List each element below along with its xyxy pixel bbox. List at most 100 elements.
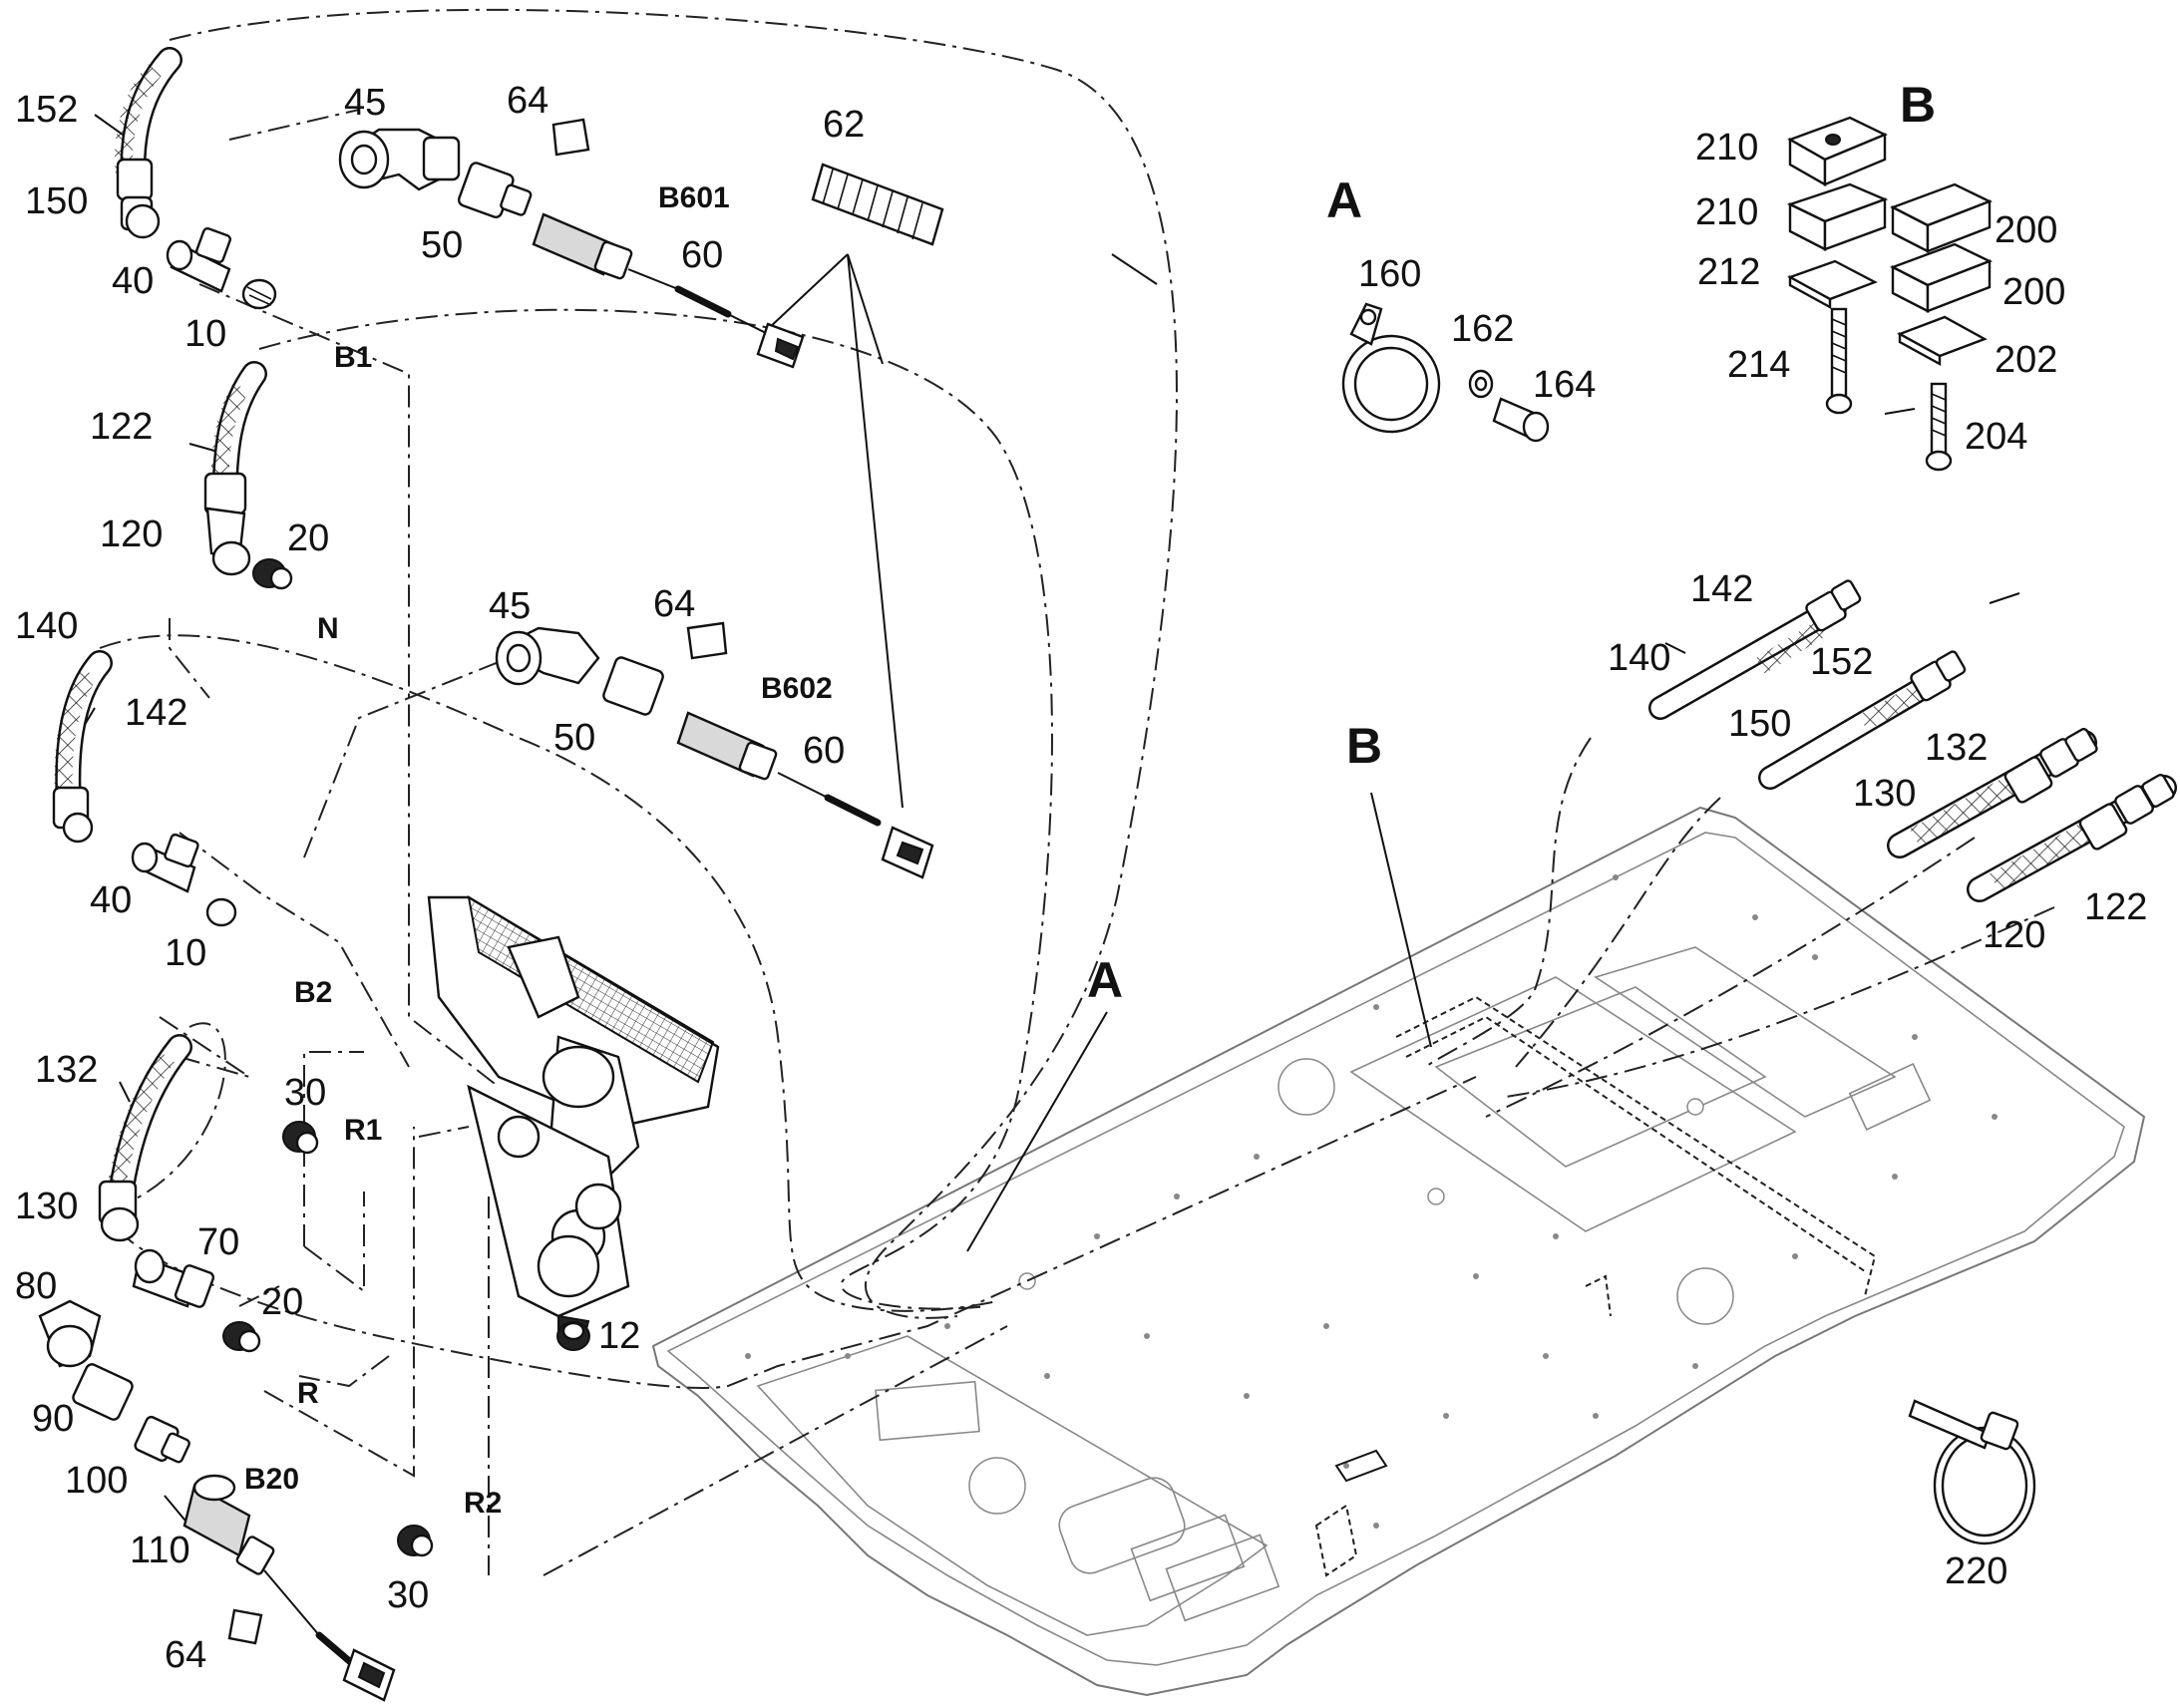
callout-64-low: 64	[165, 1634, 206, 1676]
connector-label-b1: B1	[334, 341, 372, 374]
callout-62: 62	[823, 104, 865, 146]
floor-plate	[651, 806, 2146, 1697]
clamp-160	[1341, 302, 1441, 434]
callout-150-right: 150	[1728, 703, 1791, 745]
callout-214: 214	[1727, 344, 1790, 386]
callout-64-top: 64	[507, 80, 548, 122]
callout-50-mid: 50	[553, 717, 595, 759]
callout-40-mid: 40	[90, 879, 132, 921]
callout-210-b: 210	[1695, 191, 1758, 233]
callout-60-top: 60	[681, 234, 723, 276]
callout-45-top: 45	[344, 82, 386, 124]
sleeve-64-top	[551, 118, 590, 157]
hose-122-right	[1967, 774, 2177, 902]
hose-152-right	[1758, 650, 1967, 790]
plug-30-mid	[282, 1121, 319, 1155]
callout-142-left: 142	[125, 692, 187, 734]
callout-152-right: 152	[1810, 641, 1873, 683]
nipple-20-top	[252, 558, 293, 590]
adapter-50-top	[457, 162, 533, 218]
callout-30-mid: 30	[284, 1072, 326, 1114]
view-pointer-a: A	[1087, 952, 1123, 1008]
tee-fitting-40-mid	[131, 833, 199, 893]
cable-tie-220	[1908, 1399, 2036, 1545]
callout-30-low: 30	[387, 1574, 429, 1616]
hose-142-left	[52, 650, 113, 844]
adapter-50-mid	[602, 656, 664, 716]
connector-label-b20: B20	[244, 1463, 299, 1496]
callout-132-right: 132	[1925, 727, 1988, 769]
screw-164	[1492, 397, 1550, 443]
callout-200-a: 200	[1995, 209, 2057, 251]
sensor-b602	[676, 711, 934, 879]
callout-140-right: 140	[1608, 637, 1670, 679]
section-label-b: B	[1900, 77, 1936, 133]
hose-132-left	[98, 1034, 192, 1242]
adapter-100	[134, 1415, 190, 1464]
sensor-b20	[182, 1474, 396, 1702]
routing-lines	[99, 8, 2055, 1576]
callout-204: 204	[1965, 416, 2027, 458]
callout-162: 162	[1451, 308, 1514, 350]
adapter-90	[72, 1363, 134, 1421]
clamp-block-200-lower	[1890, 242, 1994, 313]
plug-30-low	[397, 1525, 434, 1557]
callout-70: 70	[197, 1221, 239, 1263]
callout-140-left: 140	[15, 605, 78, 647]
hose-142-right	[1648, 579, 1862, 720]
tee-fitting-40-top	[166, 226, 232, 293]
mounting-dots	[745, 874, 1998, 1529]
nipple-10-mid	[205, 897, 237, 927]
brake-valve-assembly	[427, 895, 720, 1343]
plate-212	[1787, 259, 1878, 310]
callout-130-left: 130	[15, 1186, 78, 1227]
plate-202	[1897, 315, 1988, 367]
callout-220: 220	[1945, 1550, 2007, 1592]
callout-10-top: 10	[184, 313, 226, 355]
connector-label-b602: B602	[761, 672, 833, 705]
callout-120-right: 120	[1983, 914, 2045, 956]
callout-90: 90	[32, 1398, 74, 1440]
callout-122-right: 122	[2084, 886, 2147, 928]
callout-80: 80	[15, 1265, 57, 1307]
leader-lines	[79, 114, 2020, 1527]
callout-numbers: 152 45 64 62 150 50 60 40 10 122 120 20 …	[15, 80, 2147, 1676]
callout-20-low: 20	[261, 1281, 303, 1323]
connector-label-n: N	[317, 612, 339, 645]
clamp-block-210-upper	[1787, 116, 1888, 187]
callout-150-top: 150	[25, 180, 88, 222]
callout-10-mid: 10	[165, 932, 206, 974]
callout-164: 164	[1533, 364, 1596, 406]
bolt-214	[1825, 307, 1853, 415]
spring-62	[811, 163, 944, 246]
view-pointer-b: B	[1346, 718, 1382, 774]
sleeve-64-low	[227, 1608, 263, 1645]
clamp-block-200-upper	[1890, 182, 1994, 253]
elbow-80	[38, 1299, 102, 1368]
hose-132-right	[1887, 728, 2098, 858]
callout-152-top: 152	[15, 89, 78, 131]
callout-45-mid: 45	[489, 585, 531, 627]
callout-12: 12	[598, 1315, 640, 1357]
washer-162	[1468, 369, 1494, 399]
connector-label-b2: B2	[294, 976, 332, 1009]
callout-20-mid: 20	[287, 517, 329, 559]
callout-122-left: 122	[90, 406, 153, 448]
callout-200-b: 200	[2002, 271, 2065, 313]
clamp-block-210-lower	[1786, 182, 1889, 251]
bolt-204	[1925, 382, 1953, 472]
connector-label-r: R	[297, 1377, 319, 1410]
hose-152-top	[115, 47, 182, 239]
elbow-45-top	[338, 128, 461, 191]
nipple-10-top	[241, 278, 277, 310]
connector-label-b601: B601	[658, 181, 730, 214]
callout-50-top: 50	[421, 224, 463, 266]
callout-132-left: 132	[35, 1049, 98, 1091]
callout-212: 212	[1697, 251, 1760, 293]
elbow-45-mid	[495, 626, 600, 686]
callout-160: 160	[1358, 253, 1421, 295]
callout-202: 202	[1995, 339, 2057, 381]
callout-60-mid: 60	[803, 730, 845, 772]
connector-label-r1: R1	[344, 1114, 382, 1147]
